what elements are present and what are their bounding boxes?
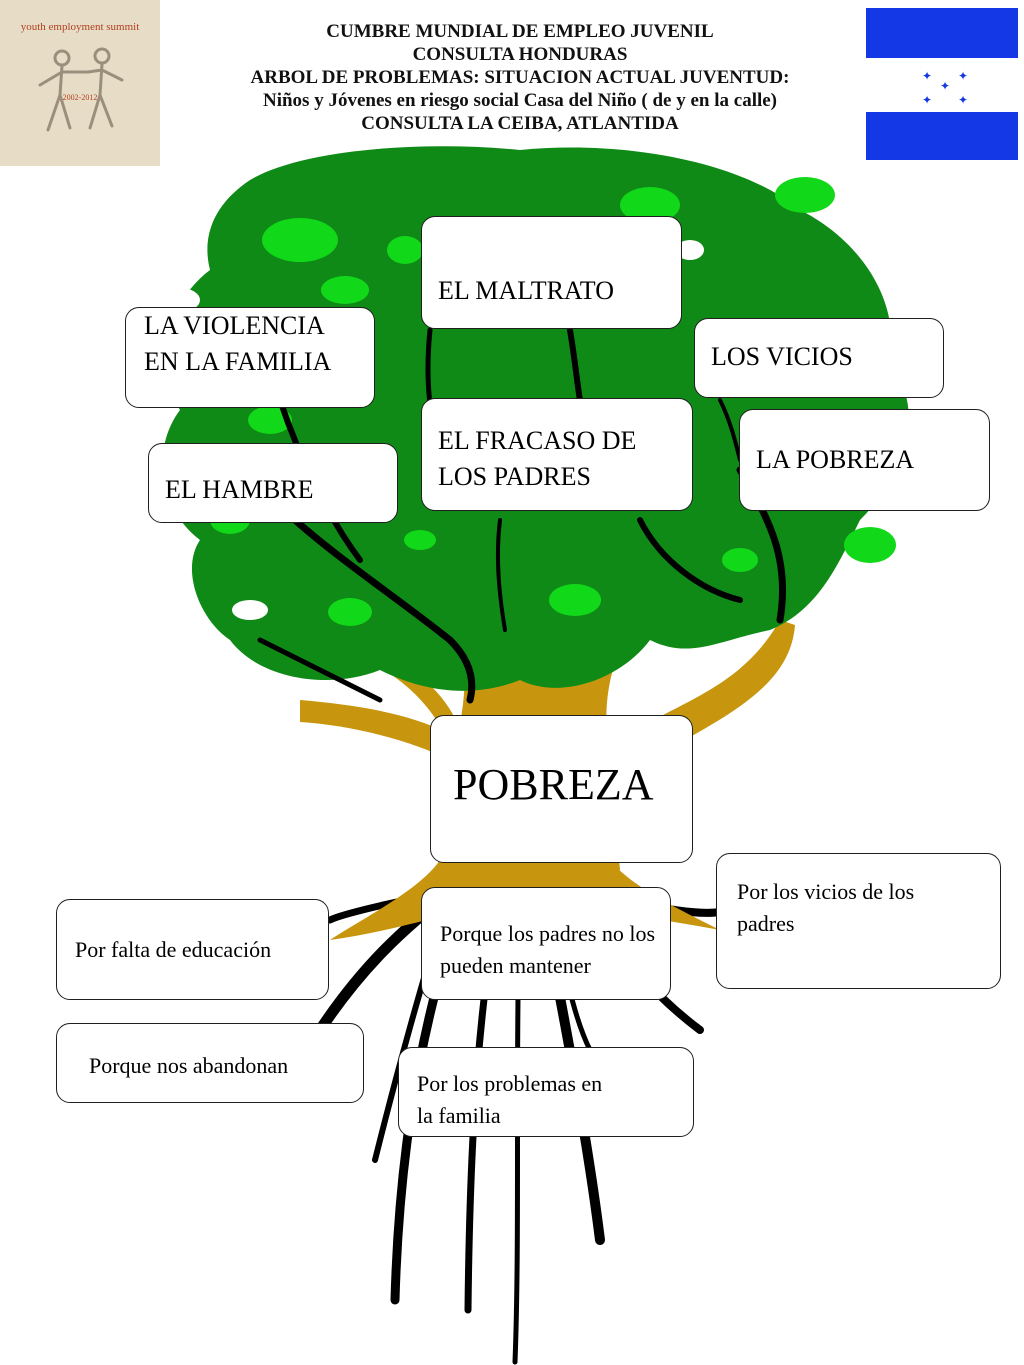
svg-text:✦: ✦ [940, 79, 950, 93]
youth-employment-summit-logo: 2002-2012 youth employment summit [0, 0, 160, 166]
header-line-3: ARBOL DE PROBLEMAS: SITUACION ACTUAL JUV… [250, 67, 790, 88]
effect-box-maltrato: EL MALTRATO [421, 216, 682, 329]
cause-box-padres-mantener: Porque los padres no los pueden mantener [421, 887, 671, 1000]
core-problem-label: POBREZA [453, 760, 654, 809]
effect-label-pobreza: LA POBREZA [756, 445, 915, 474]
cause-label-abandonan: Porque nos abandonan [89, 1053, 289, 1078]
effect-label-violencia: LA VIOLENCIA EN LA FAMILIA [144, 311, 332, 376]
foliage-highlights [210, 177, 896, 626]
flag-stripe-bottom [866, 112, 1018, 160]
header-line-5: CONSULTA LA CEIBA, ATLANTIDA [361, 113, 679, 134]
cause-label-vicios-padres: Por los vicios de los padres [737, 879, 915, 936]
svg-text:✦: ✦ [922, 69, 932, 83]
header-line-1: CUMBRE MUNDIAL DE EMPLEO JUVENIL [326, 21, 714, 42]
cause-label-padres-mantener: Porque los padres no los pueden mantener [440, 921, 656, 978]
svg-text:✦: ✦ [922, 93, 932, 107]
flag-stripe-top [866, 8, 1018, 58]
header-title: CUMBRE MUNDIAL DE EMPLEO JUVENIL CONSULT… [160, 20, 880, 135]
svg-text:✦: ✦ [958, 93, 968, 107]
svg-text:✦: ✦ [958, 69, 968, 83]
effect-box-hambre: EL HAMBRE [148, 443, 398, 523]
cause-box-abandonan: Porque nos abandonan [56, 1023, 364, 1103]
effect-box-pobreza: LA POBREZA [739, 409, 990, 511]
cause-box-vicios-padres: Por los vicios de los padres [716, 853, 1001, 989]
core-problem-box: POBREZA [430, 715, 693, 863]
header-line-2: CONSULTA HONDURAS [412, 44, 628, 65]
cause-label-problemas-familia: Por los problemas en la familia [417, 1071, 603, 1128]
effect-label-fracaso: EL FRACASO DE LOS PADRES [438, 426, 637, 491]
cause-label-educacion: Por falta de educación [75, 937, 272, 962]
effect-box-vicios: LOS VICIOS [694, 318, 944, 398]
effect-box-fracaso: EL FRACASO DE LOS PADRES [421, 398, 693, 511]
header-line-4: Niños y Jóvenes en riesgo social Casa de… [262, 90, 778, 111]
logo-years: 2002-2012 [63, 93, 98, 102]
cause-box-problemas-familia: Por los problemas en la familia [398, 1047, 694, 1137]
logo-figures: 2002-2012 youth employment summit [21, 21, 140, 132]
logo-arc-text: youth employment summit [21, 21, 140, 33]
effect-label-maltrato: EL MALTRATO [438, 276, 614, 305]
effect-label-vicios: LOS VICIOS [711, 342, 853, 371]
flag-stripe-middle [866, 58, 1018, 112]
effect-box-violencia: LA VIOLENCIA EN LA FAMILIA [125, 307, 375, 408]
flag-stars: ✦ ✦ ✦ ✦ ✦ [922, 69, 968, 107]
effect-label-hambre: EL HAMBRE [165, 475, 314, 504]
honduras-flag: ✦ ✦ ✦ ✦ ✦ [866, 8, 1018, 160]
cause-box-educacion: Por falta de educación [56, 899, 329, 1000]
